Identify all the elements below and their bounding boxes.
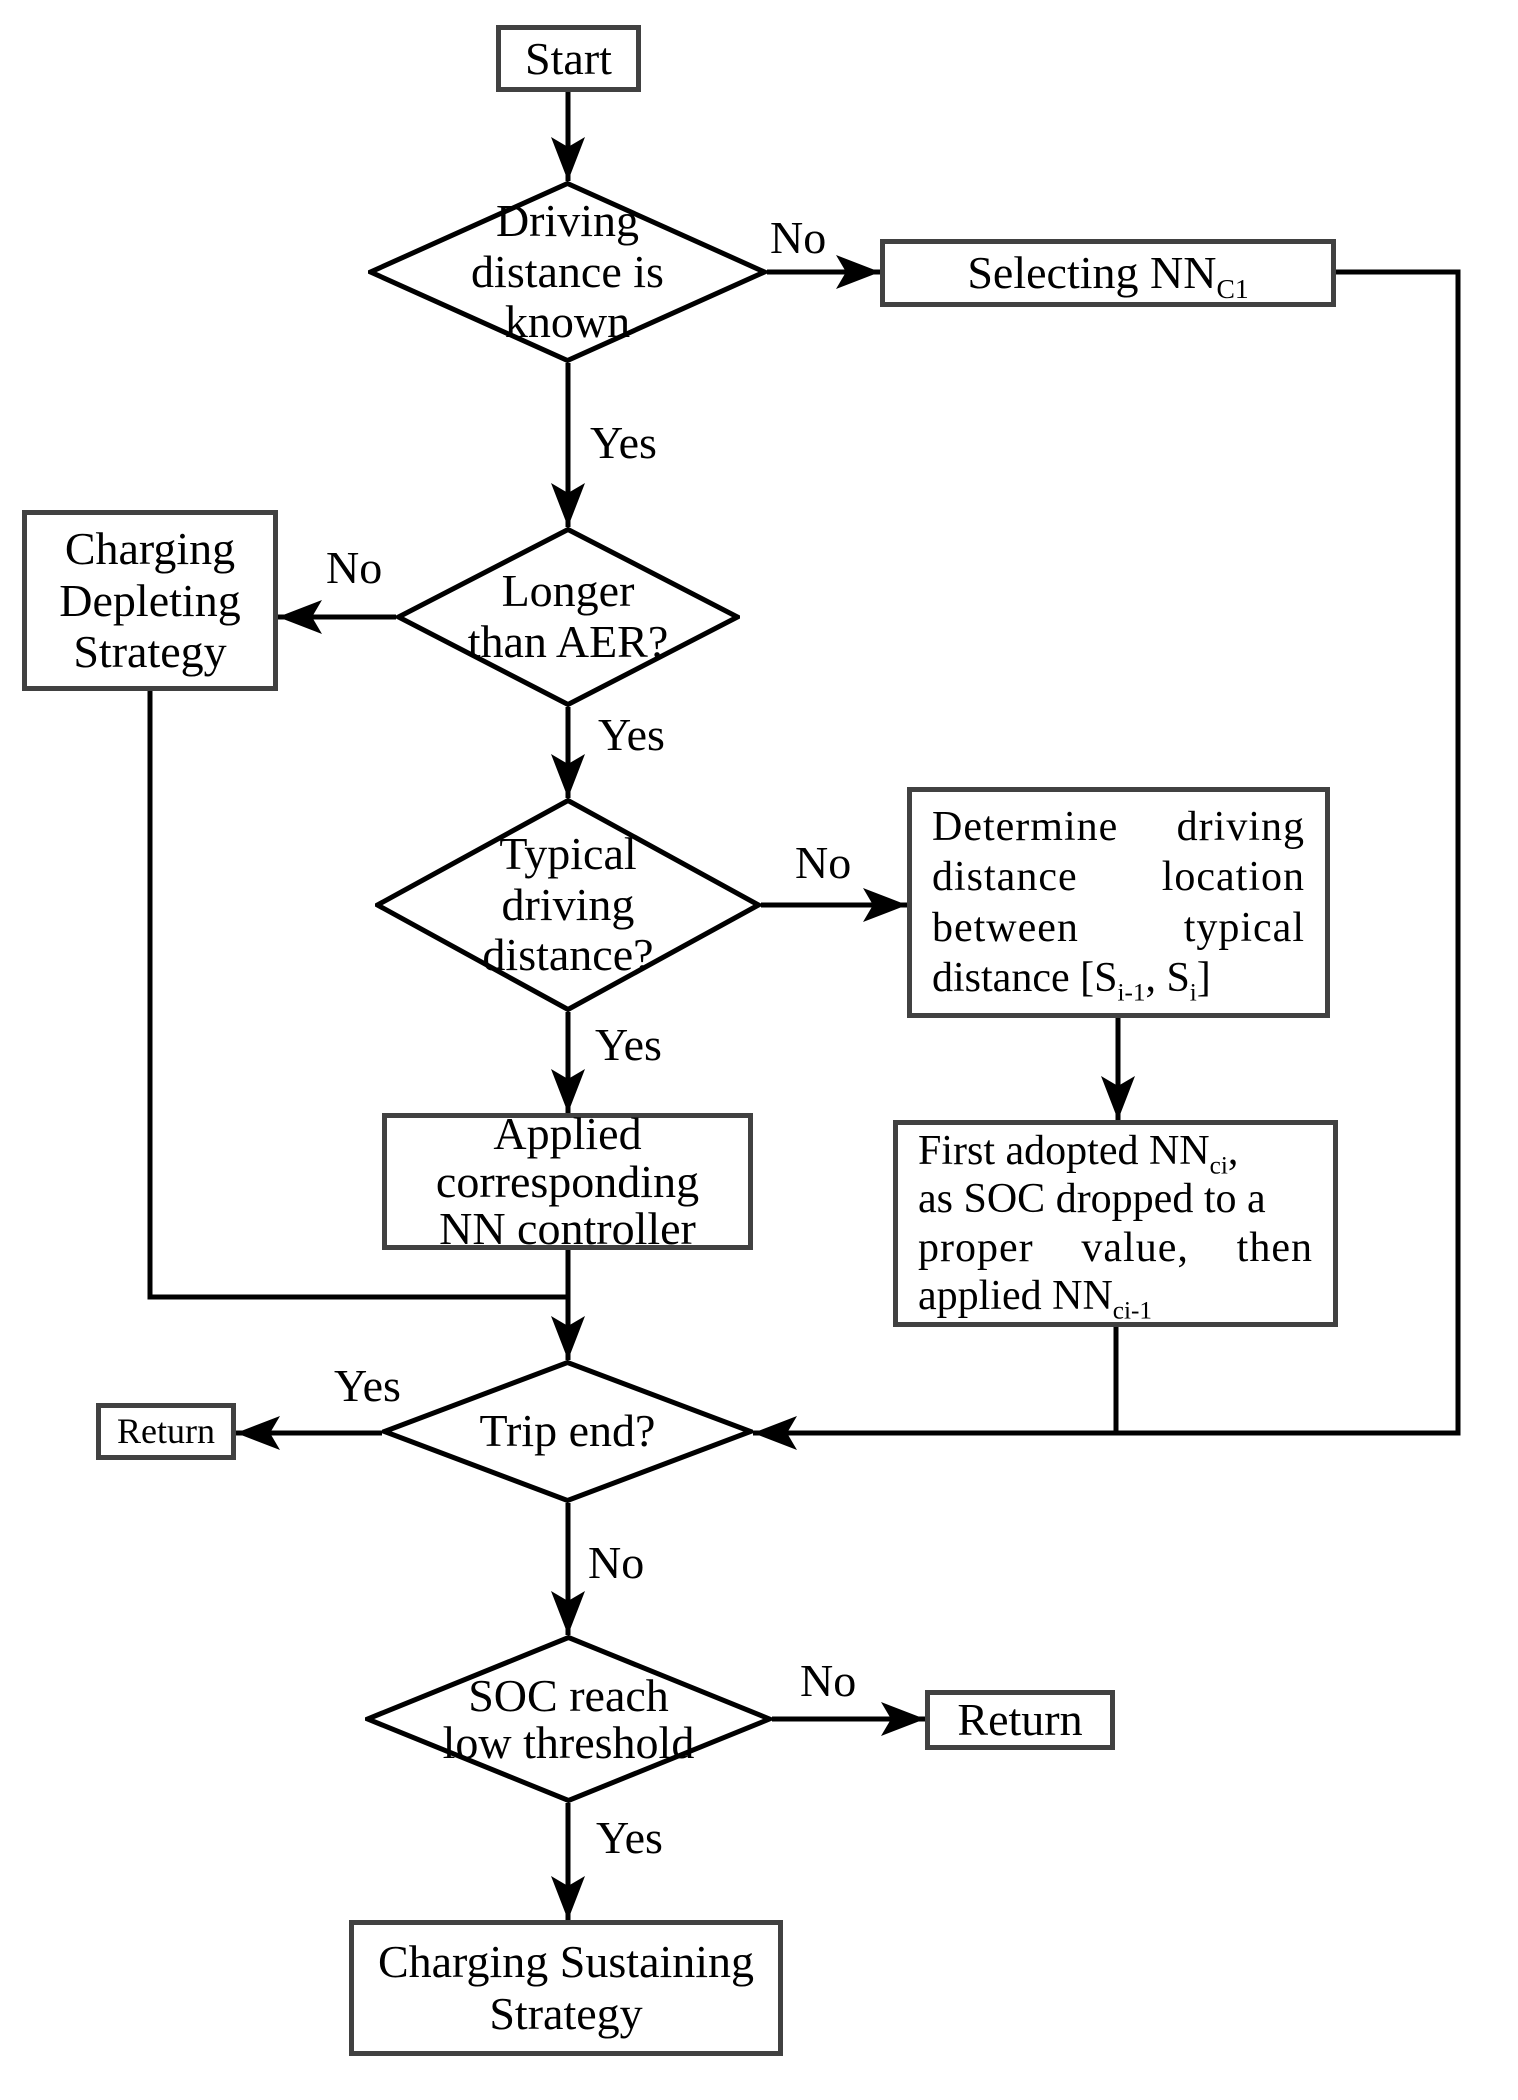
text-line: Strategy [73,626,227,678]
text-line: proper value, then [918,1224,1313,1271]
edge-label-no-driving-known: No [770,212,827,263]
node-return-right: Return [925,1690,1115,1750]
text-line: distance is [471,245,664,297]
node-start: Start [496,25,641,92]
decision-longer-than-aer-text: Longer than AER? [396,527,740,707]
text-segment: applied NN [918,1272,1113,1319]
text-line: Strategy [489,1988,643,2039]
text-line: Applied [493,1108,642,1160]
edge-label-no-longer-aer: No [326,542,383,593]
diamond-shape [365,1635,772,1803]
edge-label-yes-longer-aer: Yes [598,709,665,760]
node-return-left: Return [96,1403,236,1460]
decision-soc-low-threshold-text: SOC reach low threshold [365,1635,772,1803]
edge-label-no-trip-end: No [588,1537,645,1588]
edge-label-yes-soc: Yes [596,1812,663,1863]
node-charging-depleting-strategy: Charging Depleting Strategy [22,510,278,691]
text-line: Typical [499,828,637,880]
subscript: ci-1 [1112,1297,1152,1325]
edge-label-yes-typical: Yes [595,1019,662,1070]
subscript: C1 [1216,273,1249,305]
edge-label-no-typical: No [795,837,852,888]
text-line: NN controller [439,1203,696,1255]
subscript: i-1 [1117,979,1146,1007]
text-segment: distance [S [932,954,1118,1001]
node-applied-nn-controller: Applied corresponding NN controller [382,1108,753,1255]
subscript: i [1189,979,1197,1007]
node-charging-sustaining-strategy: Charging Sustaining Strategy [349,1920,783,2056]
node-selecting-nn-label: Selecting NNC1 [967,247,1248,302]
text-line: as SOC dropped to a [918,1176,1266,1223]
text-line: known [504,296,631,348]
diamond-shape [368,181,767,363]
text-line: Driving [495,195,640,247]
text-line: between typical [932,904,1305,951]
decision-typical-driving-distance-text: Typical driving distance? [375,798,761,1012]
text-line: SOC reach [468,1669,669,1721]
edge-charge-deplete-to-trip-end-join [147,691,568,1300]
text-line: corresponding [435,1155,700,1207]
text-line: applied NNci-1 [918,1272,1313,1323]
node-first-adopted-nn: First adopted NNci, as SOC dropped to a … [893,1120,1338,1327]
text-segment: First adopted NN [918,1127,1210,1174]
text-line: Depleting [59,574,241,626]
decision-trip-end-text: Trip end? [382,1360,753,1503]
edge-label-yes-trip-end: Yes [334,1360,401,1411]
diamond-shape [375,798,761,1012]
text-segment: , [1227,1127,1239,1174]
edge-label-no-soc: No [800,1655,857,1706]
text-segment: Selecting NN [967,247,1217,299]
text-line: distance location [932,854,1305,901]
text-line: driving [501,878,635,930]
node-determine-distance-location: Determine driving distance location betw… [907,787,1330,1018]
text-line: Charging Sustaining [377,1936,755,1988]
node-return-right-label: Return [957,1694,1083,1746]
text-segment: ] [1196,954,1211,1001]
text-line: Determine driving [932,803,1305,850]
text-line: Charging [64,523,236,575]
decision-driving-distance-known-text: Driving distance is known [368,181,767,363]
diamond-shape [396,527,740,707]
text-line: low threshold [442,1717,695,1768]
decision-trip-end: Trip end? [382,1360,753,1503]
diamond-shape [382,1360,753,1503]
text-line: Longer [501,565,635,617]
decision-longer-than-aer: Longer than AER? [396,527,740,707]
edge-selecting-to-trip-end-rail [753,269,1461,1450]
text-segment: , S [1145,954,1190,1001]
decision-driving-distance-known: Driving distance is known [368,181,767,363]
edge-label-yes-driving-known: Yes [590,417,657,468]
node-return-left-label: Return [117,1411,215,1452]
node-start-label: Start [525,32,612,84]
text-line: than AER? [467,616,669,667]
decision-soc-low-threshold: SOC reach low threshold [365,1635,772,1803]
node-selecting-nn: Selecting NNC1 [880,239,1336,307]
text-line: distance [Si-1, Si] [932,953,1305,1007]
text-line: First adopted NNci, [918,1127,1313,1178]
subscript: ci [1209,1152,1228,1180]
text-line: distance? [482,929,654,981]
decision-typical-driving-distance: Typical driving distance? [375,798,761,1012]
text-line: Trip end? [479,1405,656,1457]
